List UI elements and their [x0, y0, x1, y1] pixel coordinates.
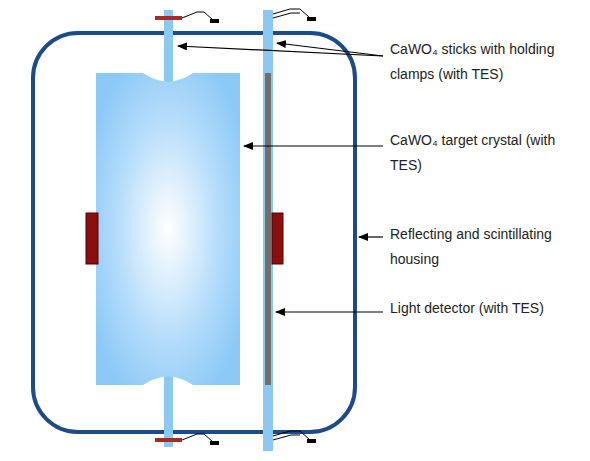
left-stick-top: [164, 10, 173, 85]
left-stick-bottom: [164, 375, 173, 447]
wires: [182, 9, 310, 442]
callout-label: Reflecting and scintillating housing: [390, 222, 585, 272]
target-crystal: [96, 73, 240, 385]
clamp: [155, 438, 182, 442]
housing: [33, 33, 355, 432]
callout-label: CaWO₄ target crystal (with TES): [390, 128, 585, 178]
light-detector: [265, 73, 271, 385]
detector-tes: [272, 213, 283, 264]
leader-arrows: [178, 43, 383, 312]
wire-terminals: [210, 17, 316, 445]
callout-label: CaWO₄ sticks with holding clamps (with T…: [390, 37, 585, 87]
clamp: [155, 16, 182, 20]
crystal-tes: [86, 213, 98, 264]
callout-label: Light detector (with TES): [390, 296, 585, 321]
